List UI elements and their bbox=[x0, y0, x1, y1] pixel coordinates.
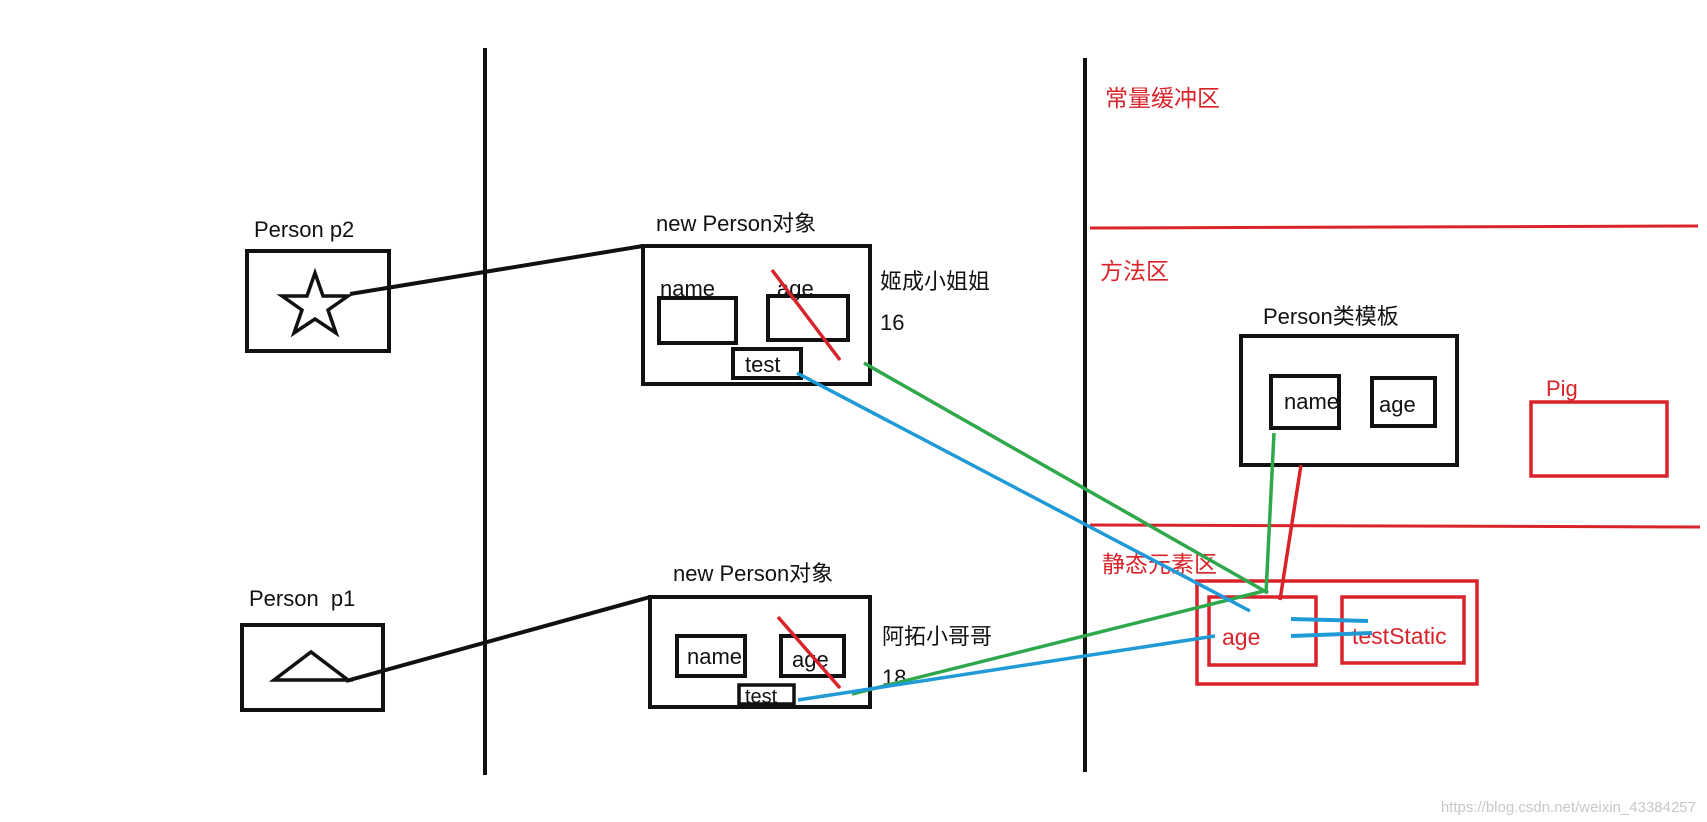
separator-constant-method bbox=[1089, 224, 1699, 230]
class-template-age-label: age bbox=[1379, 392, 1416, 417]
top-object-age-slot bbox=[766, 294, 850, 342]
class-template-age-slot bbox=[1370, 376, 1437, 428]
pig-label: Pig bbox=[1546, 376, 1578, 401]
watermark: https://blog.csdn.net/weixin_43384257 bbox=[1441, 799, 1696, 816]
top-object-name-value: 姬成小姐姐 bbox=[880, 269, 990, 294]
p2-box bbox=[245, 249, 391, 353]
class-template-box bbox=[1239, 334, 1459, 467]
blue-ref-bottom-test bbox=[797, 634, 1216, 702]
class-template-name-label: name bbox=[1284, 389, 1339, 414]
triangle-icon bbox=[268, 649, 354, 682]
top-object-name-slot bbox=[657, 296, 738, 345]
region-method-area-label: 方法区 bbox=[1100, 258, 1169, 284]
static-test-static-label: testStatic bbox=[1352, 623, 1447, 649]
static-link-2 bbox=[1290, 631, 1373, 638]
top-object-age-strike bbox=[770, 268, 842, 362]
separator-method-static bbox=[1089, 523, 1701, 529]
p1-box bbox=[240, 623, 385, 712]
static-age-slot bbox=[1207, 595, 1318, 667]
top-object-age-value: 16 bbox=[880, 310, 904, 335]
pig-box bbox=[1529, 400, 1669, 478]
static-test-static-slot bbox=[1340, 595, 1466, 665]
star-icon bbox=[276, 267, 354, 338]
static-link-1 bbox=[1290, 617, 1369, 623]
p2-label: Person p2 bbox=[254, 217, 354, 242]
top-object-test-slot bbox=[731, 347, 803, 380]
bottom-object-title: new Person对象 bbox=[673, 561, 833, 586]
bottom-object-name-label: name bbox=[687, 644, 742, 669]
ref-p2-to-top-object bbox=[349, 244, 644, 296]
green-ref-top-age bbox=[863, 361, 1269, 595]
ref-p1-to-bottom-object bbox=[345, 595, 651, 683]
red-ref-template-age bbox=[1278, 464, 1303, 601]
bottom-object-age-strike bbox=[776, 615, 842, 690]
bottom-object-box bbox=[648, 595, 872, 709]
green-ref-bottom-age bbox=[851, 588, 1269, 696]
region-constant-pool-label: 常量缓冲区 bbox=[1105, 85, 1220, 111]
p1-label: Person p1 bbox=[249, 586, 355, 611]
top-object-test-label: test bbox=[745, 352, 780, 377]
class-template-title: Person类模板 bbox=[1263, 304, 1399, 329]
top-object-title: new Person对象 bbox=[656, 211, 816, 236]
bottom-object-test-slot bbox=[737, 683, 796, 706]
green-ref-template-name bbox=[1264, 432, 1276, 594]
bottom-object-age-slot bbox=[779, 634, 846, 678]
static-age-label: age bbox=[1222, 624, 1260, 650]
bottom-object-name-value: 阿拓小哥哥 bbox=[882, 624, 992, 649]
static-area-box bbox=[1195, 579, 1479, 686]
blue-ref-top-test bbox=[796, 371, 1251, 613]
bottom-object-name-slot bbox=[675, 634, 747, 678]
class-template-name-slot bbox=[1269, 374, 1341, 430]
bottom-object-test-label: test bbox=[745, 686, 778, 708]
top-object-box bbox=[641, 244, 872, 386]
